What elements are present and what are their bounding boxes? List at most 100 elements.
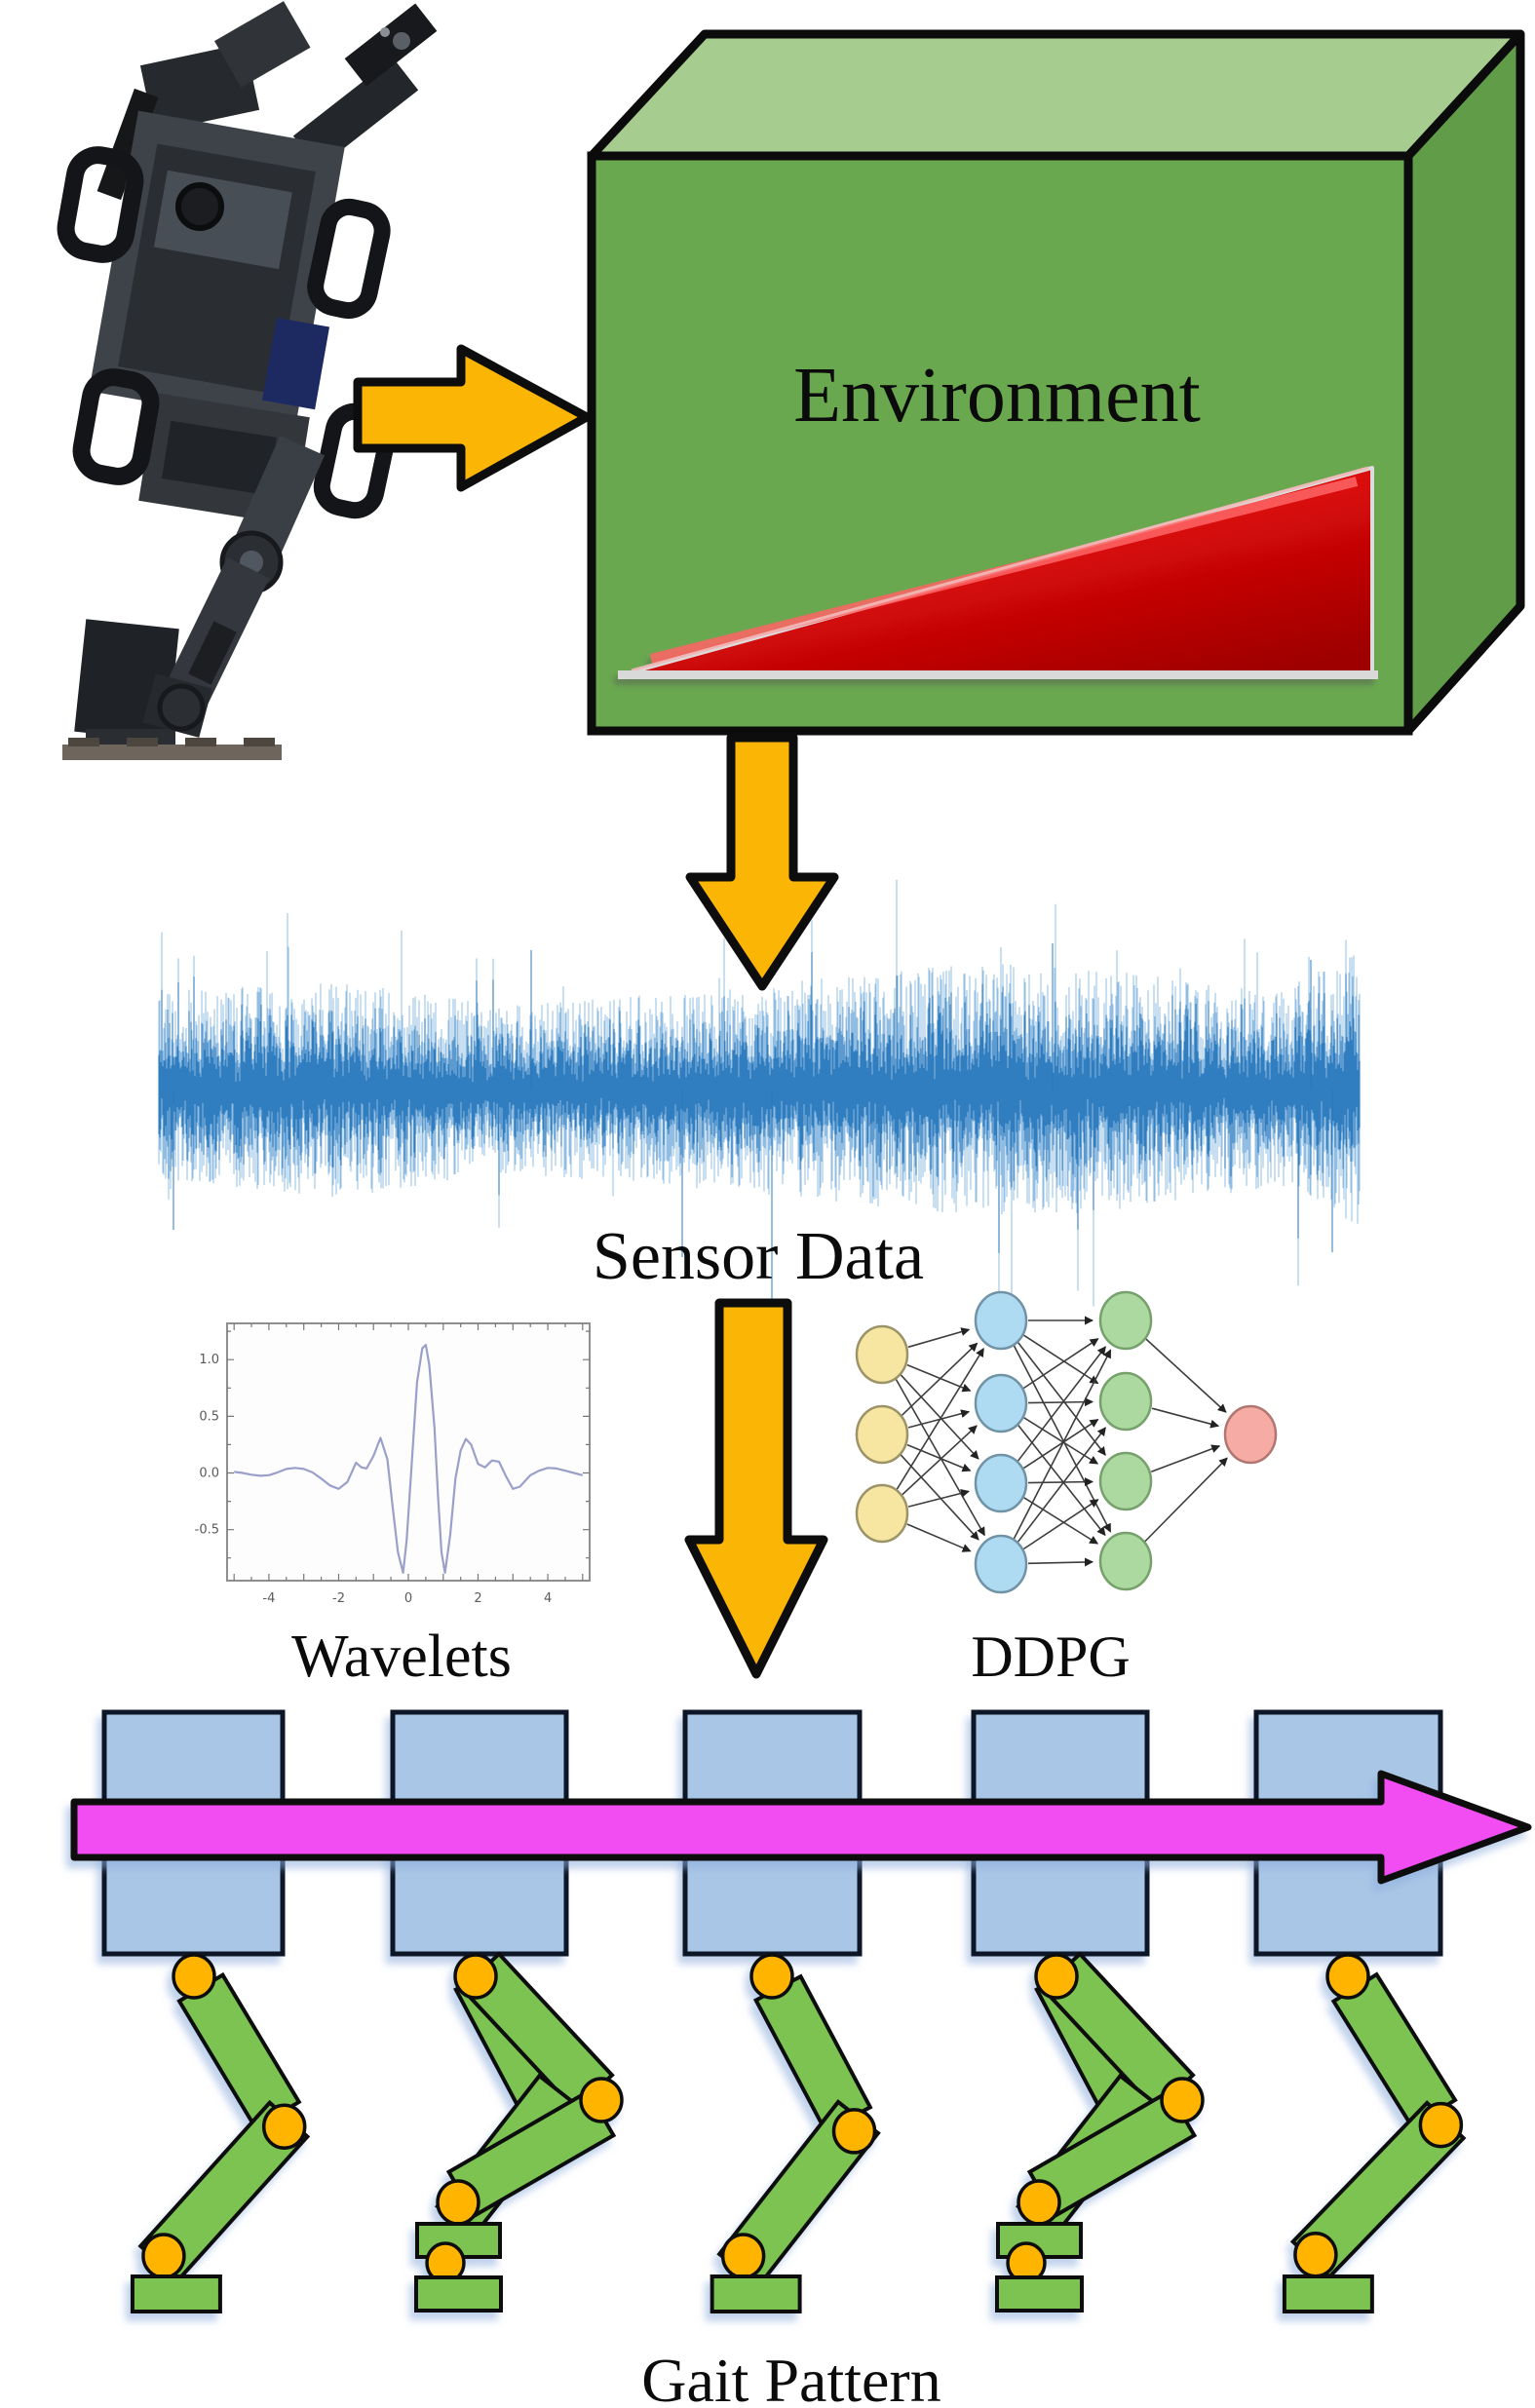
bipedal-robot-image [57, 1, 438, 760]
sensor-waveform-plot [158, 879, 1361, 1312]
wavelet-curve [234, 1344, 584, 1574]
wavelet-y-tick-label: 0.5 [199, 1409, 219, 1424]
wavelet-x-tick-label: -2 [332, 1591, 345, 1606]
network-node-input [855, 1483, 909, 1544]
wavelet-y-tick-label: 1.0 [199, 1353, 219, 1367]
environment-box-side-face [1403, 29, 1525, 736]
network-node-input [855, 1404, 909, 1465]
leg-joint [1418, 2101, 1464, 2149]
robot-handle-right-upper [307, 198, 391, 320]
network-edge [901, 1425, 978, 1496]
network-edge [1017, 1427, 1106, 1544]
robot-gripper-tip [380, 27, 390, 37]
network-node-hidden1 [974, 1373, 1028, 1433]
network-edge [1027, 1397, 1094, 1407]
ddpg-neural-network [855, 1290, 1278, 1594]
network-node-hidden1 [974, 1534, 1028, 1594]
network-edge [896, 1348, 984, 1491]
network-edge [906, 1443, 972, 1472]
leg-joint [749, 1953, 794, 2000]
gait-leg-figure [414, 1951, 624, 2312]
leg-joint [1017, 2179, 1061, 2226]
gait-leg-figure [1282, 1953, 1467, 2313]
leg-joint [1293, 2231, 1338, 2278]
wavelet-plot-frame [226, 1322, 591, 1582]
network-edge [1022, 1338, 1099, 1390]
wavelet-x-tick-label: 4 [544, 1591, 552, 1606]
arrow-down-environment-to-sensor-icon [685, 733, 839, 991]
gait-timeline-arrow-icon [70, 1770, 1532, 1885]
network-node-output [1223, 1404, 1278, 1465]
leg-joint [261, 2103, 307, 2151]
sensor-data-label: Sensor Data [593, 1219, 924, 1294]
network-edge [1022, 1419, 1099, 1470]
network-edge [1151, 1407, 1220, 1429]
leg-joint [453, 1953, 498, 2000]
ramp-base-strip [618, 670, 1378, 679]
robot-shin-slot [188, 621, 237, 685]
network-edge [907, 1489, 970, 1508]
gait-leg-figure [710, 1953, 881, 2313]
robot-head-top [213, 1, 311, 88]
network-edge [1027, 1477, 1094, 1487]
network-edge [1150, 1444, 1221, 1472]
environment-box-top-face [587, 29, 1525, 161]
robot-blue-panel [261, 317, 330, 410]
ramp-highlight [649, 477, 1359, 664]
network-edge [1145, 1338, 1227, 1413]
leg-foot [414, 2275, 503, 2312]
network-node-hidden2 [1098, 1531, 1153, 1591]
network-edge [1023, 1417, 1099, 1465]
gait-pattern-label: Gait Pattern [641, 2346, 940, 2408]
leg-link [752, 1973, 873, 2134]
robot-foot-toe [185, 738, 216, 746]
robot-gripper-joint [393, 32, 410, 50]
leg-foot [710, 2274, 802, 2313]
network-edge [895, 1378, 985, 1537]
network-edge [1023, 1334, 1099, 1385]
arrow-down-sensor-to-gait-icon [684, 1298, 828, 1679]
arrow-right-robot-to-environment-icon [353, 344, 592, 492]
network-edge [1022, 1499, 1099, 1550]
network-edge [900, 1454, 979, 1541]
leg-foot [995, 2275, 1084, 2312]
sensor-noise-core [158, 952, 1361, 1253]
network-node-hidden1 [974, 1453, 1028, 1513]
network-edge [1017, 1346, 1106, 1463]
incline-ramp [618, 466, 1378, 679]
ddpg-label: DDPG [971, 1624, 1130, 1689]
wavelet-x-tick-label: -4 [262, 1591, 275, 1606]
robot-hip-detail [161, 420, 278, 496]
network-edge [907, 1409, 971, 1429]
leg-joint [579, 2077, 624, 2123]
network-edge [1023, 1497, 1099, 1545]
wavelet-y-tick-label: -0.5 [195, 1523, 219, 1538]
robot-foot-toe [244, 738, 275, 746]
leg-joint [831, 2108, 877, 2155]
wavelet-y-tick-label: 0.0 [199, 1467, 219, 1481]
network-edge [900, 1374, 979, 1460]
leg-joint [141, 2233, 186, 2279]
network-edge [901, 1342, 979, 1417]
gait-pattern-row [70, 1709, 1532, 2313]
robot-handle-left-lower [72, 368, 160, 485]
leg-joint [436, 2179, 480, 2226]
ramp-edge-shine [631, 466, 1369, 672]
robot-arm-lower [292, 57, 419, 169]
environment-label: Environment [793, 353, 1201, 439]
network-edge [1013, 1349, 1112, 1541]
network-node-hidden1 [974, 1290, 1028, 1351]
robot-handle-left-upper [57, 146, 144, 263]
robot-foot-toe [127, 738, 158, 746]
leg-foot [1282, 2274, 1374, 2313]
network-node-input [855, 1324, 909, 1385]
network-edge [1144, 1457, 1228, 1543]
leg-joint [720, 2233, 766, 2279]
robot-arm-upper [344, 3, 438, 87]
wavelet-x-tick-label: 2 [474, 1591, 481, 1606]
network-edge [907, 1327, 971, 1349]
leg-foot [130, 2274, 222, 2313]
